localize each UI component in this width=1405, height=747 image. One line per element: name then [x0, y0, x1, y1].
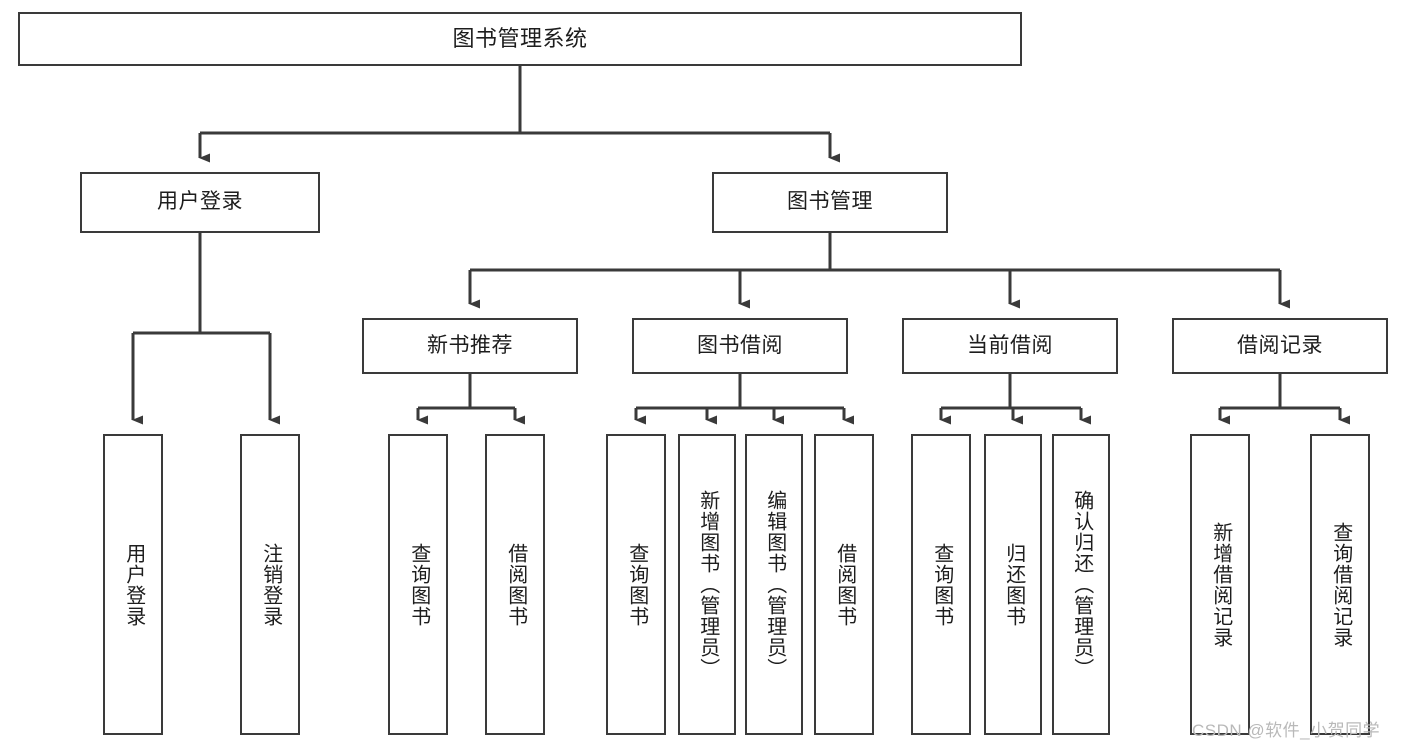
- node-leaf-query-book-2-label: 查询图书: [625, 542, 648, 627]
- node-user-login[interactable]: 用户登录: [80, 172, 320, 233]
- node-leaf-borrow-book-1-label: 借阅图书: [504, 542, 527, 627]
- node-leaf-edit-book-admin[interactable]: 编辑图书（管理员）: [745, 434, 803, 735]
- book-manage-to-level3-connectors: [468, 233, 1290, 309]
- node-leaf-confirm-return-admin[interactable]: 确认归还（管理员）: [1052, 434, 1110, 735]
- node-borrow-record-label: 借阅记录: [1237, 333, 1323, 357]
- node-leaf-query-book-2[interactable]: 查询图书: [606, 434, 666, 735]
- node-root-label: 图书管理系统: [452, 26, 588, 52]
- node-leaf-user-login[interactable]: 用户登录: [103, 434, 163, 735]
- node-leaf-query-book-3[interactable]: 查询图书: [911, 434, 971, 735]
- node-leaf-add-book-admin[interactable]: 新增图书（管理员）: [678, 434, 736, 735]
- node-leaf-borrow-book-1[interactable]: 借阅图书: [485, 434, 545, 735]
- node-book-manage-label: 图书管理: [787, 190, 873, 214]
- new-book-recommend-to-leaves-connectors: [416, 374, 525, 425]
- current-borrow-to-leaves-connectors: [939, 374, 1091, 425]
- node-leaf-logout-login[interactable]: 注销登录: [240, 434, 300, 735]
- node-current-borrow-label: 当前借阅: [967, 333, 1053, 357]
- node-user-login-label: 用户登录: [157, 190, 243, 214]
- node-new-book-recommend-label: 新书推荐: [427, 333, 513, 357]
- user-login-to-leaves-connectors: [131, 233, 280, 425]
- node-leaf-query-borrow-record-label: 查询借阅记录: [1329, 521, 1352, 648]
- node-leaf-logout-login-label: 注销登录: [259, 542, 282, 627]
- node-leaf-query-book-3-label: 查询图书: [930, 542, 953, 627]
- borrow-record-to-leaves-connectors: [1218, 374, 1350, 425]
- node-root[interactable]: 图书管理系统: [18, 12, 1022, 66]
- node-leaf-add-borrow-record[interactable]: 新增借阅记录: [1190, 434, 1250, 735]
- node-new-book-recommend[interactable]: 新书推荐: [362, 318, 578, 374]
- node-book-manage[interactable]: 图书管理: [712, 172, 948, 233]
- node-leaf-borrow-book-2[interactable]: 借阅图书: [814, 434, 874, 735]
- node-leaf-add-borrow-record-label: 新增借阅记录: [1209, 521, 1232, 648]
- node-leaf-user-login-label: 用户登录: [122, 542, 145, 627]
- node-leaf-return-book-label: 归还图书: [1002, 542, 1025, 627]
- node-leaf-query-book-1[interactable]: 查询图书: [388, 434, 448, 735]
- node-leaf-return-book[interactable]: 归还图书: [984, 434, 1042, 735]
- node-book-borrow-label: 图书借阅: [697, 333, 783, 357]
- node-current-borrow[interactable]: 当前借阅: [902, 318, 1118, 374]
- node-leaf-add-book-admin-label: 新增图书（管理员）: [696, 490, 719, 679]
- node-leaf-query-borrow-record[interactable]: 查询借阅记录: [1310, 434, 1370, 735]
- node-leaf-query-book-1-label: 查询图书: [407, 542, 430, 627]
- node-leaf-edit-book-admin-label: 编辑图书（管理员）: [763, 490, 786, 679]
- node-borrow-record[interactable]: 借阅记录: [1172, 318, 1388, 374]
- node-leaf-confirm-return-admin-label: 确认归还（管理员）: [1070, 490, 1093, 679]
- book-borrow-to-leaves-connectors: [634, 374, 854, 425]
- root-to-level2-connectors: [198, 66, 840, 163]
- node-book-borrow[interactable]: 图书借阅: [632, 318, 848, 374]
- node-leaf-borrow-book-2-label: 借阅图书: [833, 542, 856, 627]
